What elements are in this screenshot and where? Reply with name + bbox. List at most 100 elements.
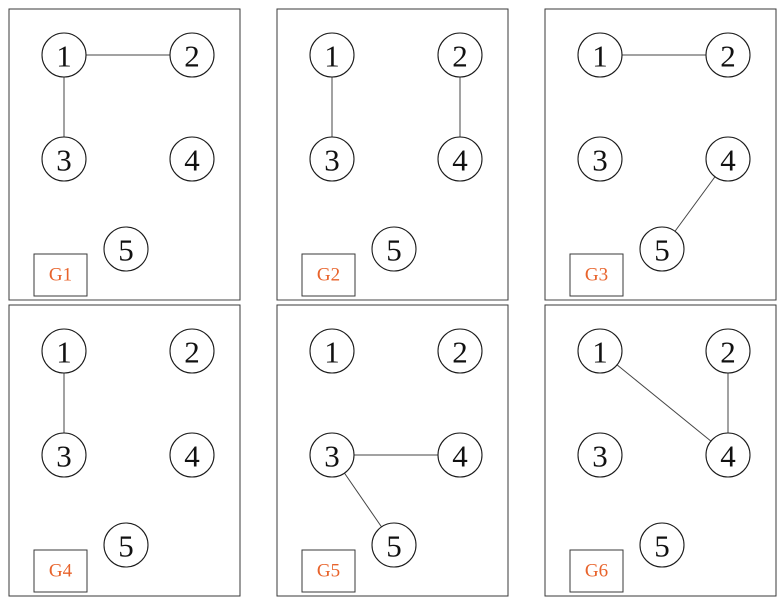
node-4: 4 bbox=[169, 136, 215, 182]
node-2: 2 bbox=[705, 328, 751, 374]
node-circle bbox=[639, 226, 685, 272]
node-label: 1 bbox=[324, 335, 340, 370]
graph-label-box bbox=[301, 549, 356, 593]
node-5: 5 bbox=[371, 226, 417, 272]
node-circle bbox=[705, 328, 751, 374]
node-label: 3 bbox=[324, 143, 340, 178]
node-circle bbox=[577, 328, 623, 374]
graph-panel-g1: 1 2 3 4 5G1 bbox=[8, 8, 241, 301]
node-circle bbox=[309, 328, 355, 374]
node-circle bbox=[577, 32, 623, 78]
node-circle bbox=[705, 432, 751, 478]
node-1: 1 bbox=[309, 32, 355, 78]
node-2: 2 bbox=[169, 32, 215, 78]
panel-border bbox=[8, 304, 241, 597]
node-label: 4 bbox=[720, 439, 736, 474]
node-label: 5 bbox=[386, 233, 402, 268]
node-circle bbox=[437, 32, 483, 78]
graph-label-box bbox=[301, 253, 356, 297]
node-circle bbox=[103, 226, 149, 272]
node-circle bbox=[169, 136, 215, 182]
graph-label-box bbox=[569, 549, 624, 593]
node-circle bbox=[169, 328, 215, 374]
node-1: 1 bbox=[309, 328, 355, 374]
graph-label: G5 bbox=[317, 561, 340, 582]
node-circle bbox=[169, 32, 215, 78]
node-4: 4 bbox=[705, 432, 751, 478]
node-circle bbox=[437, 432, 483, 478]
node-circle bbox=[639, 522, 685, 568]
graph-label-box bbox=[33, 253, 88, 297]
node-label: 1 bbox=[592, 39, 608, 74]
node-2: 2 bbox=[705, 32, 751, 78]
node-label: 5 bbox=[386, 529, 402, 564]
node-3: 3 bbox=[41, 136, 87, 182]
node-4: 4 bbox=[437, 136, 483, 182]
graph-label: G6 bbox=[585, 561, 608, 582]
node-1: 1 bbox=[577, 328, 623, 374]
node-3: 3 bbox=[309, 136, 355, 182]
node-3: 3 bbox=[41, 432, 87, 478]
node-circle bbox=[705, 136, 751, 182]
node-2: 2 bbox=[169, 328, 215, 374]
node-label: 1 bbox=[592, 335, 608, 370]
edge-1-4 bbox=[616, 364, 712, 442]
node-label: 5 bbox=[118, 233, 134, 268]
node-circle bbox=[309, 136, 355, 182]
node-circle bbox=[577, 136, 623, 182]
node-label: 2 bbox=[184, 39, 200, 74]
graph-label-box bbox=[569, 253, 624, 297]
node-3: 3 bbox=[577, 432, 623, 478]
node-circle bbox=[41, 32, 87, 78]
node-5: 5 bbox=[103, 522, 149, 568]
panel-border bbox=[544, 304, 777, 597]
graph-label: G4 bbox=[49, 561, 73, 582]
node-label: 2 bbox=[452, 335, 468, 370]
node-circle bbox=[41, 136, 87, 182]
node-1: 1 bbox=[41, 32, 87, 78]
node-circle bbox=[437, 136, 483, 182]
node-label: 3 bbox=[592, 143, 608, 178]
node-label: 1 bbox=[56, 335, 72, 370]
node-2: 2 bbox=[437, 32, 483, 78]
node-label: 5 bbox=[654, 233, 670, 268]
node-label: 4 bbox=[184, 439, 200, 474]
node-5: 5 bbox=[639, 226, 685, 272]
node-label: 4 bbox=[452, 143, 468, 178]
node-circle bbox=[41, 328, 87, 374]
node-4: 4 bbox=[169, 432, 215, 478]
node-circle bbox=[371, 522, 417, 568]
node-label: 4 bbox=[720, 143, 736, 178]
graph-label: G1 bbox=[49, 265, 72, 286]
node-5: 5 bbox=[371, 522, 417, 568]
node-circle bbox=[705, 32, 751, 78]
graph-panel-g4: 1 2 3 4 5G4 bbox=[8, 304, 241, 597]
edge-4-5 bbox=[674, 176, 716, 232]
node-circle bbox=[371, 226, 417, 272]
graph-panel-g3: 1 2 3 4 5G3 bbox=[544, 8, 777, 301]
node-3: 3 bbox=[309, 432, 355, 478]
node-label: 1 bbox=[56, 39, 72, 74]
node-label: 4 bbox=[452, 439, 468, 474]
node-circle bbox=[41, 432, 87, 478]
node-label: 4 bbox=[184, 143, 200, 178]
node-label: 5 bbox=[118, 529, 134, 564]
node-label: 2 bbox=[452, 39, 468, 74]
node-circle bbox=[577, 432, 623, 478]
node-label: 3 bbox=[324, 439, 340, 474]
node-label: 3 bbox=[592, 439, 608, 474]
node-1: 1 bbox=[41, 328, 87, 374]
node-circle bbox=[103, 522, 149, 568]
graph-label-box bbox=[33, 549, 88, 593]
panel-border bbox=[276, 304, 509, 597]
node-4: 4 bbox=[705, 136, 751, 182]
node-label: 2 bbox=[184, 335, 200, 370]
node-circle bbox=[169, 432, 215, 478]
graph-panel-g5: 1 2 3 4 5G5 bbox=[276, 304, 509, 597]
node-label: 2 bbox=[720, 39, 736, 74]
node-3: 3 bbox=[577, 136, 623, 182]
graph-label: G3 bbox=[585, 265, 608, 286]
node-circle bbox=[309, 432, 355, 478]
